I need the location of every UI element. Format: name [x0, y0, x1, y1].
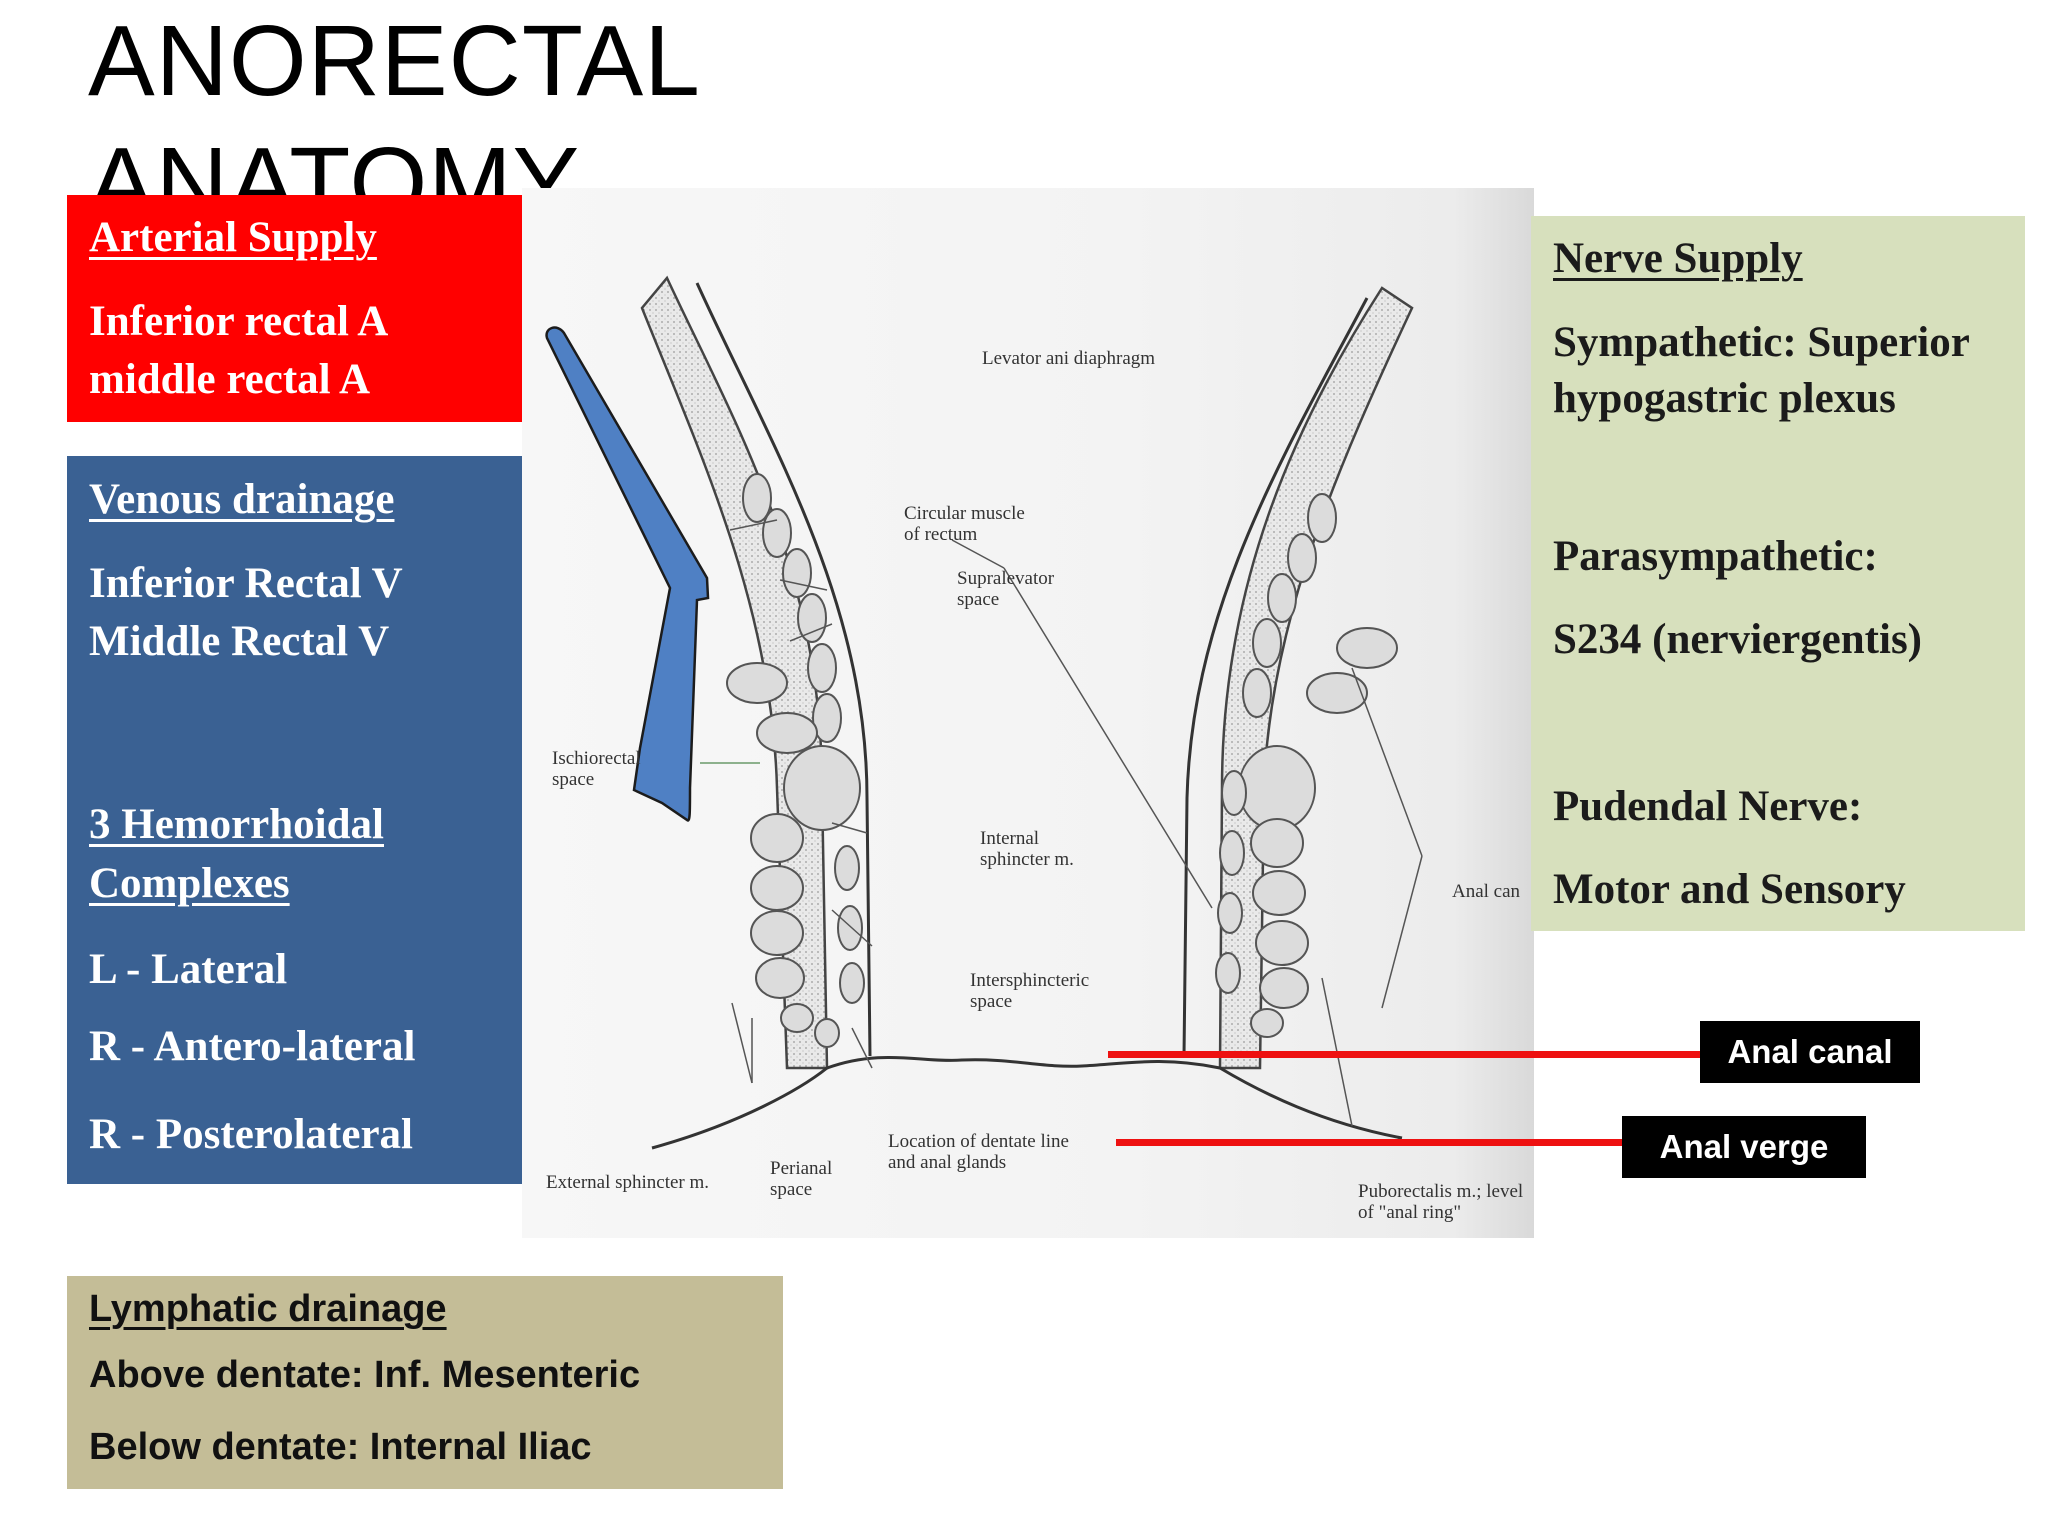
arterial-supply-box: Arterial Supply Inferior rectal A middle…	[67, 195, 540, 422]
label-intersphincteric: Intersphincteric space	[970, 970, 1090, 1012]
label-anal-canal-small: Anal can	[1452, 881, 1521, 902]
anal-canal-pointer-line	[1108, 1051, 1700, 1058]
lymph-below: Below dentate: Internal Iliac	[89, 1426, 592, 1468]
nerve-parasympathetic-detail: S234 (nerviergentis)	[1553, 616, 1923, 663]
lymph-heading: Lymphatic drainage	[89, 1288, 447, 1330]
complex-item: R - Antero-lateral	[89, 1023, 416, 1070]
label-internal-sphincter: Internal sphincter m.	[980, 828, 1074, 870]
nerve-pudendal: Pudendal Nerve:	[1553, 783, 1863, 830]
nerve-sympathetic-1: Sympathetic: Superior	[1553, 319, 1970, 366]
venous-heading: Venous drainage	[89, 476, 395, 523]
nerve-pudendal-detail: Motor and Sensory	[1553, 866, 1906, 913]
label-external-sphincter: External sphincter m.	[546, 1172, 710, 1193]
label-puborectalis: Puborectalis m.; level of "anal ring"	[1358, 1181, 1524, 1223]
label-supralevator: Supralevator space	[957, 568, 1055, 610]
page-title: ANORECTAL ANATOMY	[88, 5, 698, 239]
right-sphincter-bundles	[1215, 493, 1398, 1038]
complex-item: R - Posterolateral	[89, 1111, 413, 1158]
anal-canal-tag: Anal canal	[1700, 1021, 1920, 1083]
nerve-sympathetic-2: hypogastric plexus	[1553, 375, 1896, 422]
anal-verge-pointer-line	[1116, 1139, 1622, 1146]
venous-drainage-box: Venous drainage Inferior Rectal V Middle…	[67, 456, 540, 1184]
nerve-parasympathetic: Parasympathetic:	[1553, 533, 1878, 580]
complex-item: L - Lateral	[89, 946, 288, 993]
complexes-heading-1: 3 Hemorrhoidal	[89, 801, 384, 848]
anal-verge-tag: Anal verge	[1622, 1116, 1866, 1178]
lymphatic-drainage-box: Lymphatic drainage Above dentate: Inf. M…	[67, 1276, 783, 1489]
arterial-line-2: middle rectal A	[89, 356, 371, 403]
left-sphincter-bundles	[726, 473, 865, 1048]
arterial-heading: Arterial Supply	[89, 214, 377, 261]
label-levator: Levator ani diaphragm	[982, 348, 1156, 369]
nerve-supply-box: Nerve Supply Sympathetic: Superior hypog…	[1531, 216, 2025, 931]
lymph-above: Above dentate: Inf. Mesenteric	[89, 1354, 641, 1396]
probe-shape	[545, 326, 710, 822]
label-perianal: Perianal space	[770, 1158, 833, 1200]
anorectal-diagram: Levator ani diaphragm Circular muscle of…	[522, 188, 1534, 1238]
anal-canal-floor	[826, 1055, 1221, 1070]
label-ischiorectal: Ischiorectal space	[552, 748, 641, 790]
nerve-heading: Nerve Supply	[1553, 235, 1803, 282]
venous-line-2: Middle Rectal V	[89, 618, 390, 665]
arterial-line-1: Inferior rectal A	[89, 298, 389, 345]
anorectal-cross-section	[545, 275, 1423, 1150]
complexes-heading-2: Complexes	[89, 860, 290, 907]
label-circular-muscle: Circular muscle of rectum	[904, 503, 1025, 545]
venous-line-1: Inferior Rectal V	[89, 560, 403, 607]
label-dentate: Location of dentate line and anal glands	[888, 1131, 1069, 1173]
